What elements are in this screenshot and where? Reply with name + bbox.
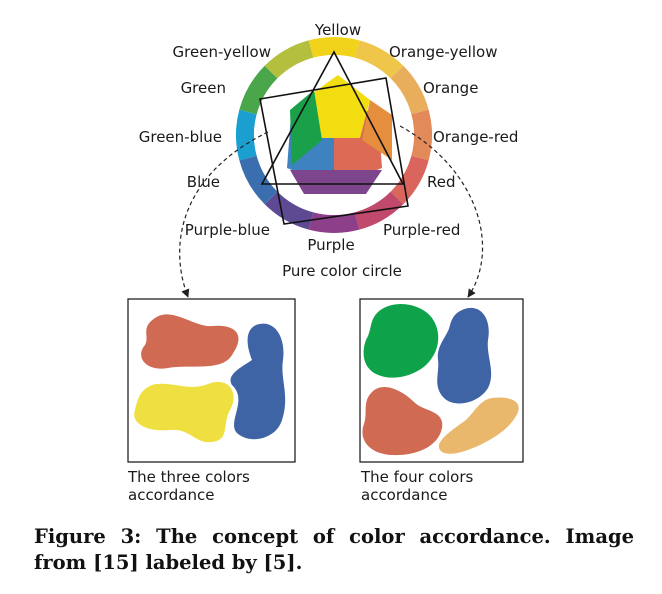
label-orange-red: Orange-red (433, 128, 518, 146)
wheel-segment-green-blue (236, 109, 257, 161)
label-yellow: Yellow (314, 21, 361, 39)
triad-triangle (260, 50, 405, 185)
blob-yellow (134, 381, 234, 443)
inner-triangle-fill (287, 75, 392, 194)
three-colors-line1: The three colors (127, 468, 250, 486)
wheel-segment-orange (390, 65, 429, 115)
blob-orange (438, 397, 519, 454)
label-green-blue: Green-blue (139, 128, 222, 146)
three-colors-line2: accordance (128, 486, 214, 504)
inner-green-region (290, 90, 322, 165)
blob-red (141, 314, 239, 369)
inner-orange-region (362, 100, 392, 160)
arrow-to-three-colors (179, 131, 269, 298)
wheel-segment-red (390, 155, 429, 205)
inner-purple-region (290, 170, 382, 194)
four-colors-panel: The four colors accordance (359, 298, 524, 504)
wheel-segment-blue (239, 155, 278, 205)
label-purple: Purple (307, 236, 354, 254)
wheel-segment-green-yellow (264, 40, 314, 79)
wheel-ring (236, 37, 432, 233)
label-orange: Orange (423, 79, 478, 97)
four-colors-line1: The four colors (360, 468, 474, 486)
color-wheel (236, 37, 432, 233)
blob-blue-right (437, 307, 492, 404)
three-colors-panel: The three colors accordance (127, 298, 296, 504)
label-purple-red: Purple-red (383, 221, 460, 239)
label-purple-blue: Purple-blue (185, 221, 270, 239)
wheel-segment-yellow (308, 37, 360, 58)
label-green-yellow: Green-yellow (173, 43, 271, 61)
tetrad-square (259, 77, 409, 225)
wheel-segment-green (239, 65, 278, 115)
four-colors-line2: accordance (361, 486, 447, 504)
label-orange-yellow: Orange-yellow (389, 43, 497, 61)
blob-red-right (362, 386, 443, 456)
label-blue: Blue (187, 173, 220, 191)
wheel-segment-purple-blue (264, 191, 314, 230)
wheel-segment-orange-yellow (354, 40, 404, 79)
wheel-segment-purple (308, 212, 360, 233)
label-red: Red (427, 173, 456, 191)
figure-caption: Figure 3: The concept of color accordanc… (34, 525, 634, 574)
label-green: Green (181, 79, 226, 97)
wheel-labels: Yellow Orange-yellow Orange Orange-red R… (139, 21, 519, 280)
wheel-title: Pure color circle (282, 262, 402, 280)
blob-blue (230, 323, 286, 440)
blob-green (363, 304, 439, 378)
arrow-to-four-colors (399, 125, 484, 298)
wheel-segment-orange-red (411, 109, 432, 161)
